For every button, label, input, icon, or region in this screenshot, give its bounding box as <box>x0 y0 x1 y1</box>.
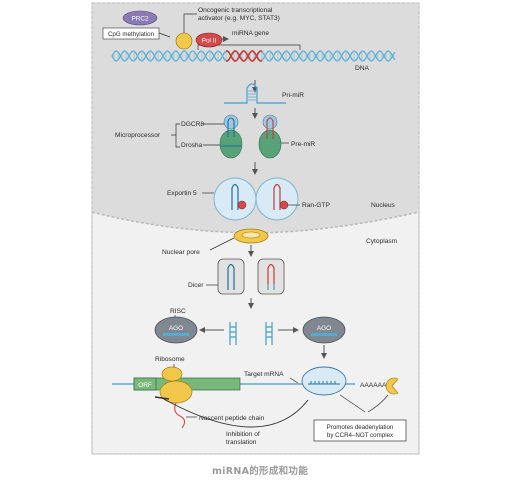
dgcr8-label: DGCR8 <box>181 121 204 128</box>
prc2-label: PRC2 <box>131 16 148 23</box>
risc-ago-left <box>154 316 198 344</box>
dna-helix <box>111 50 396 62</box>
nuclear-envelope <box>91 211 420 234</box>
ribosome-label: Ribosome <box>155 356 185 363</box>
nuclear-pore-label: Nuclear pore <box>162 249 200 256</box>
microprocessor-label: Microprocessor <box>115 132 161 139</box>
ago-left-label: AGO <box>169 325 183 332</box>
cpg-methylation-label: CpG methylation <box>108 31 155 38</box>
pri-mir-label: Pri-miR <box>282 92 304 99</box>
nascent-peptide-label: Nascent peptide chain <box>199 415 265 422</box>
exportin5-label: Exportin 5 <box>167 190 197 197</box>
nucleus-label: Nucleus <box>371 202 396 209</box>
deadenylation-box <box>313 419 407 442</box>
activator-icon <box>175 32 193 50</box>
polya-tail-label: AAAAAA <box>360 382 387 389</box>
microprocessor-complex-left <box>219 114 243 159</box>
cytoplasm-label: Cytoplasm <box>366 238 398 245</box>
dicer-label: Dicer <box>188 282 204 289</box>
pri-mir-hairpin <box>224 83 286 104</box>
pre-mir-label: Pre-miR <box>291 141 315 148</box>
dicer-complex <box>217 258 285 295</box>
cpg-methylation-box <box>102 27 160 40</box>
prc2-icon <box>122 10 158 26</box>
microprocessor-complex-right <box>258 114 282 159</box>
ran-gtp-label: Ran-GTP <box>302 202 330 209</box>
pol2-label: Pol II <box>202 38 217 45</box>
ribosome-icon <box>159 366 193 404</box>
dna-label: DNA <box>355 65 370 72</box>
activator-label-line1: Oncogenic transcriptional <box>198 7 273 14</box>
ago-mrna-complex <box>301 366 347 396</box>
risc-label: RISC <box>170 308 186 315</box>
promotes-label-line1: Promotes deadenylation <box>327 424 394 431</box>
deadenylase-icon <box>385 377 399 395</box>
pol2-icon <box>195 32 223 48</box>
target-mrna-label: Target mRNA <box>244 371 284 378</box>
ago-right-label: AGO <box>317 325 331 332</box>
mirna-gene-label: miRNA gene <box>232 30 269 37</box>
mirna-duplex <box>229 322 273 345</box>
ago-right <box>302 316 346 344</box>
drosha-label: Drosha <box>181 142 203 149</box>
mirna-gene-bracket <box>197 44 301 50</box>
activator-label-line2: activator (e.g. MYC, STAT3) <box>198 15 280 22</box>
nuclear-pore-icon <box>233 228 269 244</box>
inhibition-label-line2: translation <box>226 439 257 446</box>
promotes-label-line2: by CCR4–NOT complex <box>327 432 394 439</box>
figure-caption: miRNA的形成和功能 <box>211 466 309 477</box>
inhibition-arrow <box>161 397 309 428</box>
nascent-peptide <box>174 402 186 429</box>
orf-label: ORF <box>138 382 152 389</box>
exportin5-complex <box>213 177 299 221</box>
inhibition-label-line1: Inhibition of <box>226 431 260 438</box>
